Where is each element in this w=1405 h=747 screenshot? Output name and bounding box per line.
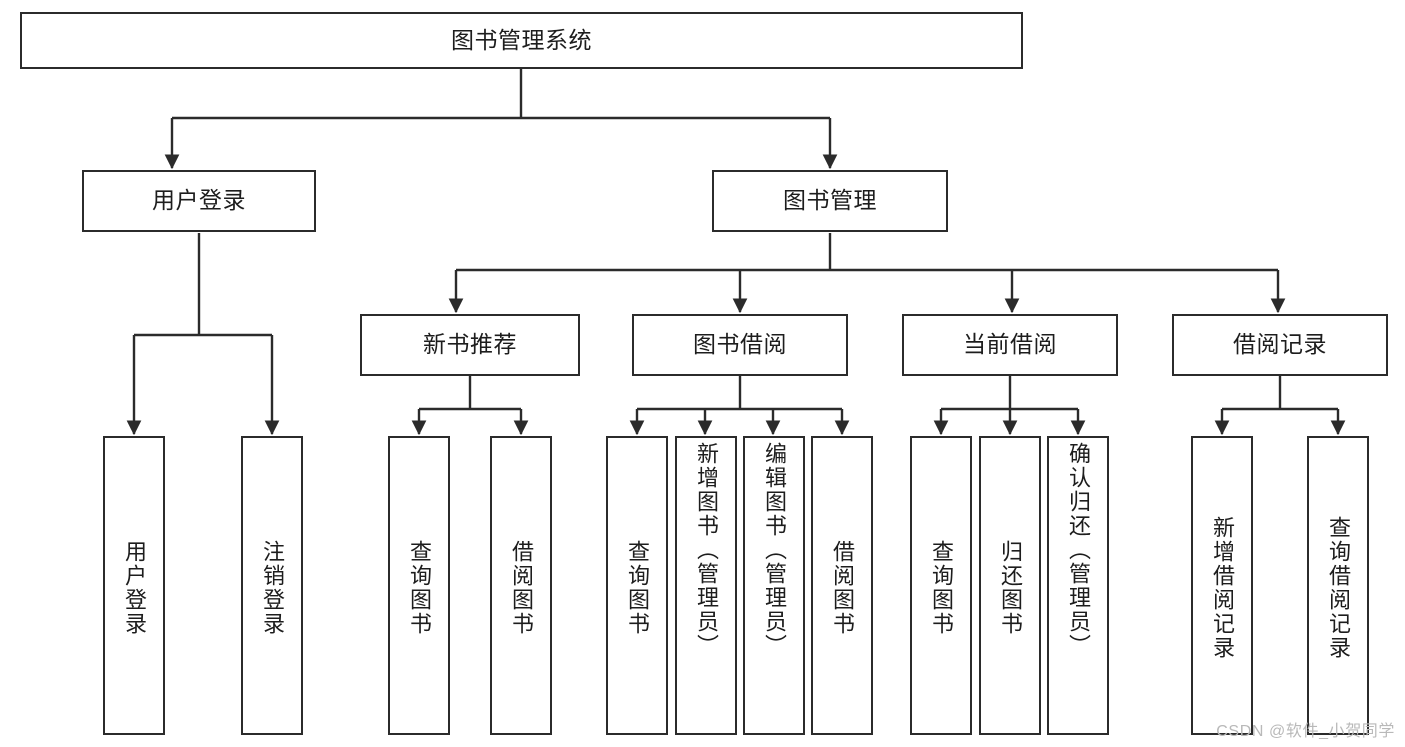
node-new-book-recommend[interactable]: 新书推荐 xyxy=(360,314,580,376)
node-label: 图书管理 xyxy=(783,187,877,214)
node-leaf-add-book-admin[interactable]: 新增图书（管理员） xyxy=(675,436,737,735)
node-root-system[interactable]: 图书管理系统 xyxy=(20,12,1023,69)
node-current-borrow[interactable]: 当前借阅 xyxy=(902,314,1118,376)
node-label: 用户登录 xyxy=(152,187,246,214)
node-leaf-return-book[interactable]: 归还图书 xyxy=(979,436,1041,735)
node-book-borrow[interactable]: 图书借阅 xyxy=(632,314,848,376)
node-label: 新书推荐 xyxy=(423,331,517,358)
node-label: 借阅图书 xyxy=(508,539,534,636)
node-leaf-logout[interactable]: 注销登录 xyxy=(241,436,303,735)
node-label: 注销登录 xyxy=(259,539,285,636)
node-leaf-borrow-book-recommend[interactable]: 借阅图书 xyxy=(490,436,552,735)
node-leaf-confirm-return-admin[interactable]: 确认归还（管理员） xyxy=(1047,436,1109,735)
node-label: 借阅图书 xyxy=(829,539,855,636)
node-label: 查询图书 xyxy=(624,539,650,636)
watermark: CSDN @软件_小贺同学 xyxy=(1216,723,1395,740)
node-user-login[interactable]: 用户登录 xyxy=(82,170,316,232)
node-label: 查询图书 xyxy=(928,539,954,636)
node-leaf-query-book-current[interactable]: 查询图书 xyxy=(910,436,972,735)
node-label: 查询借阅记录 xyxy=(1325,515,1351,660)
node-leaf-borrow-book[interactable]: 借阅图书 xyxy=(811,436,873,735)
node-borrow-record[interactable]: 借阅记录 xyxy=(1172,314,1388,376)
node-label: 图书借阅 xyxy=(693,331,787,358)
node-label: 借阅记录 xyxy=(1233,331,1327,358)
node-leaf-query-book-recommend[interactable]: 查询图书 xyxy=(388,436,450,735)
node-label: 新增图书（管理员） xyxy=(693,442,719,658)
node-label: 编辑图书（管理员） xyxy=(761,442,787,658)
node-book-management[interactable]: 图书管理 xyxy=(712,170,948,232)
node-leaf-query-borrow-record[interactable]: 查询借阅记录 xyxy=(1307,436,1369,735)
node-leaf-add-borrow-record[interactable]: 新增借阅记录 xyxy=(1191,436,1253,735)
node-label: 图书管理系统 xyxy=(451,26,592,53)
node-label: 查询图书 xyxy=(406,539,432,636)
node-label: 当前借阅 xyxy=(963,331,1057,358)
node-label: 确认归还（管理员） xyxy=(1065,442,1091,658)
node-leaf-edit-book-admin[interactable]: 编辑图书（管理员） xyxy=(743,436,805,735)
node-label: 新增借阅记录 xyxy=(1209,515,1235,660)
node-label: 用户登录 xyxy=(121,539,147,636)
node-leaf-query-book-borrow[interactable]: 查询图书 xyxy=(606,436,668,735)
node-label: 归还图书 xyxy=(997,539,1023,636)
node-leaf-user-login[interactable]: 用户登录 xyxy=(103,436,165,735)
